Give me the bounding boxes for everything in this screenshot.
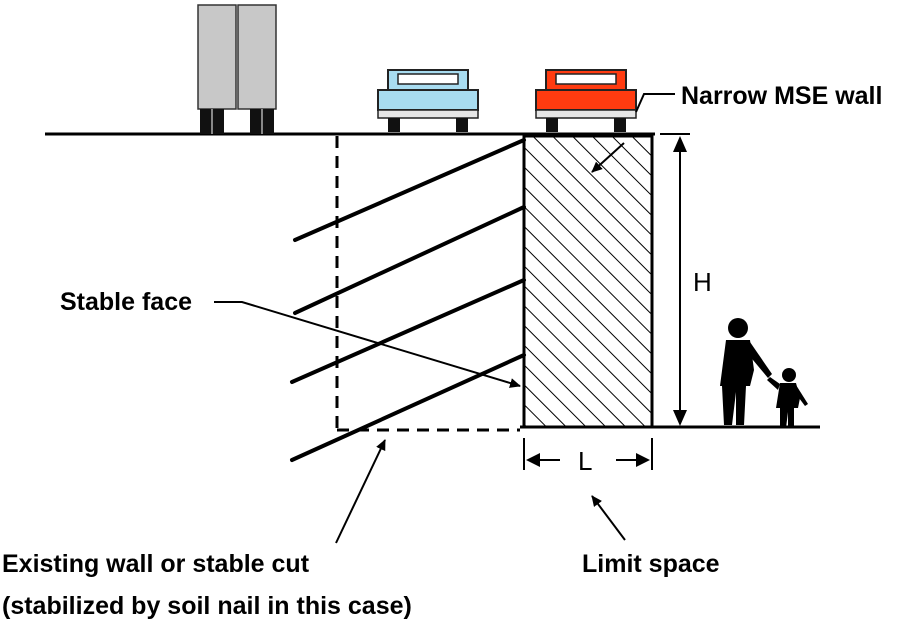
existing-wall-dashed-outline [335,136,520,432]
stable-face-leader [214,301,521,388]
soil-nail [290,353,526,462]
soil-nails [290,138,526,462]
car-red-icon [535,69,637,132]
adult-person-icon [720,318,772,425]
height-label: H [693,267,712,297]
existing-wall-label-line2: (stabilized by soil nail in this case) [2,592,412,620]
car-blue-icon [377,69,479,132]
limit-space-arrow [591,495,626,541]
height-dimension [660,133,690,428]
narrow-mse-wall-leader [635,93,675,113]
soil-nail [290,278,526,384]
narrow-mse-wall-arrow [591,142,625,173]
child-person-icon [767,368,808,428]
stable-face-label: Stable face [60,288,192,316]
mse-wall-block [522,134,654,429]
truck-icon [197,4,277,134]
length-dimension [523,438,653,470]
limit-space-label: Limit space [582,550,720,578]
existing-wall-arrow [335,439,386,544]
narrow-mse-wall-label: Narrow MSE wall [681,82,882,110]
existing-wall-label-line1: Existing wall or stable cut [2,550,310,578]
length-label: L [578,446,592,476]
soil-nail [293,205,526,315]
soil-nail [293,138,526,242]
